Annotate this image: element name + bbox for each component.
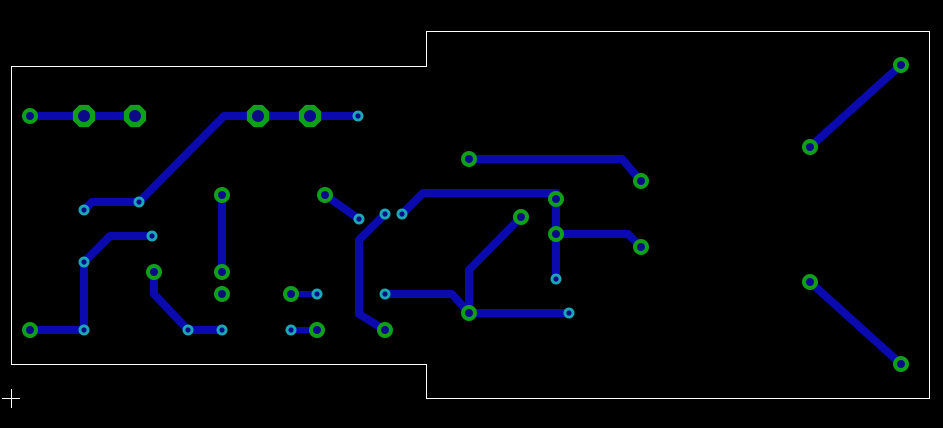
component-pad[interactable] xyxy=(214,187,230,203)
component-pad[interactable] xyxy=(548,226,564,242)
component-pad[interactable] xyxy=(309,322,325,338)
component-pad[interactable] xyxy=(893,356,909,372)
drill-hole xyxy=(897,61,905,69)
drill-hole xyxy=(897,360,905,368)
drill-hole xyxy=(81,259,87,265)
copper-trace[interactable] xyxy=(806,278,905,368)
component-pad[interactable] xyxy=(214,264,230,280)
drill-hole xyxy=(552,195,560,203)
drill-hole xyxy=(26,112,34,120)
copper-trace[interactable] xyxy=(355,210,389,334)
drill-hole xyxy=(149,233,155,239)
component-pad[interactable] xyxy=(548,191,564,207)
drill-hole xyxy=(288,327,294,333)
copper-trace[interactable] xyxy=(806,61,905,151)
board-outline xyxy=(11,31,930,399)
via[interactable] xyxy=(146,230,158,242)
drill-hole xyxy=(218,290,226,298)
drill-hole xyxy=(806,278,814,286)
via[interactable] xyxy=(78,256,90,268)
drill-hole xyxy=(136,199,142,205)
drill-hole xyxy=(304,110,316,122)
component-pad[interactable] xyxy=(146,264,162,280)
drill-hole xyxy=(218,268,226,276)
via[interactable] xyxy=(182,324,194,336)
via[interactable] xyxy=(216,324,228,336)
via[interactable] xyxy=(379,288,391,300)
component-pad[interactable] xyxy=(461,151,477,167)
drill-hole xyxy=(150,268,158,276)
drill-hole xyxy=(287,290,295,298)
drill-hole xyxy=(129,110,141,122)
drill-hole xyxy=(465,155,473,163)
component-pad[interactable] xyxy=(72,104,96,128)
component-pad[interactable] xyxy=(123,104,147,128)
drill-hole xyxy=(465,309,473,317)
drill-hole xyxy=(321,191,329,199)
drill-hole xyxy=(81,207,87,213)
component-pad[interactable] xyxy=(22,322,38,338)
pad-layer xyxy=(22,57,909,372)
via[interactable] xyxy=(563,307,575,319)
drill-hole xyxy=(637,177,645,185)
via[interactable] xyxy=(285,324,297,336)
component-pad[interactable] xyxy=(461,305,477,321)
component-pad[interactable] xyxy=(317,187,333,203)
drill-hole xyxy=(314,291,320,297)
via[interactable] xyxy=(550,273,562,285)
component-pad[interactable] xyxy=(214,286,230,302)
drill-hole xyxy=(382,211,388,217)
via[interactable] xyxy=(311,288,323,300)
component-pad[interactable] xyxy=(513,209,529,225)
via[interactable] xyxy=(78,204,90,216)
component-pad[interactable] xyxy=(22,108,38,124)
copper-trace[interactable] xyxy=(465,155,645,185)
via[interactable] xyxy=(379,208,391,220)
drill-hole xyxy=(637,243,645,251)
drill-hole xyxy=(185,327,191,333)
copper-trace[interactable] xyxy=(150,268,226,334)
drill-hole xyxy=(381,326,389,334)
drill-hole xyxy=(26,326,34,334)
component-pad[interactable] xyxy=(633,173,649,189)
via[interactable] xyxy=(353,213,365,225)
component-pad[interactable] xyxy=(377,322,393,338)
component-pad[interactable] xyxy=(802,139,818,155)
component-pad[interactable] xyxy=(298,104,322,128)
drill-hole xyxy=(81,327,87,333)
crosshair-cursor xyxy=(2,389,20,408)
drill-hole xyxy=(355,113,361,119)
component-pad[interactable] xyxy=(802,274,818,290)
component-pad[interactable] xyxy=(633,239,649,255)
drill-hole xyxy=(517,213,525,221)
via[interactable] xyxy=(396,208,408,220)
drill-hole xyxy=(553,276,559,282)
drill-hole xyxy=(382,291,388,297)
drill-hole xyxy=(566,310,572,316)
copper-trace[interactable] xyxy=(80,232,156,266)
via[interactable] xyxy=(133,196,145,208)
via[interactable] xyxy=(78,324,90,336)
component-pad[interactable] xyxy=(893,57,909,73)
drill-hole xyxy=(552,230,560,238)
drill-hole xyxy=(218,191,226,199)
via[interactable] xyxy=(352,110,364,122)
drill-hole xyxy=(399,211,405,217)
drill-hole xyxy=(219,327,225,333)
component-pad[interactable] xyxy=(246,104,270,128)
drill-hole xyxy=(806,143,814,151)
drill-hole xyxy=(78,110,90,122)
drill-hole xyxy=(356,216,362,222)
drill-hole xyxy=(313,326,321,334)
drill-hole xyxy=(252,110,264,122)
component-pad[interactable] xyxy=(283,286,299,302)
